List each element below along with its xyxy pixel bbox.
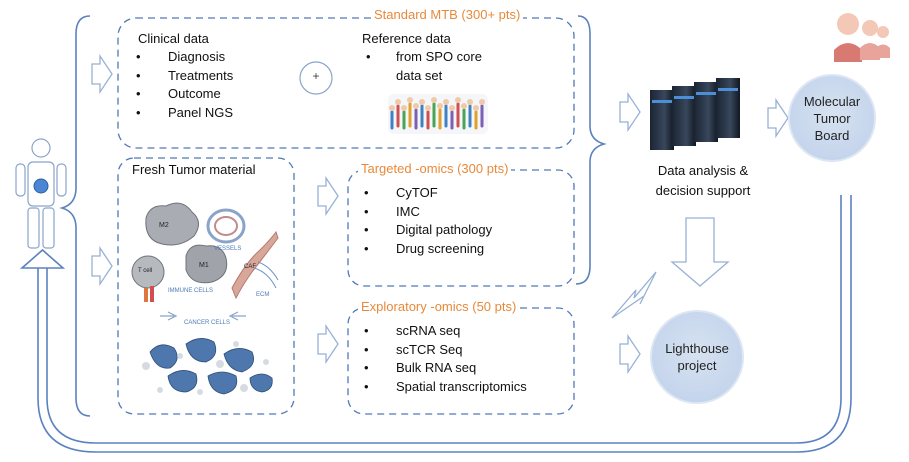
list-item: Outcome xyxy=(134,85,233,104)
exploratory-omics-list: scRNA seq scTCR Seq Bulk RNA seq Spatial… xyxy=(362,322,527,396)
standard-mtb-box xyxy=(117,17,575,149)
list-item: Digital pathology xyxy=(362,221,492,240)
list-item: IMC xyxy=(362,203,492,222)
tcell-label: T cell xyxy=(138,268,153,274)
left-bracket xyxy=(59,15,91,417)
m1-label: M1 xyxy=(199,262,209,269)
doctors-icon xyxy=(834,13,890,62)
clinical-data-heading: Clinical data xyxy=(138,31,209,46)
ecm-label: ECM xyxy=(256,292,270,298)
return-loop-arrow xyxy=(37,195,852,453)
exploratory-omics-title: Exploratory -omics (50 pts) xyxy=(358,299,520,314)
targeted-omics-title: Targeted -omics (300 pts) xyxy=(358,161,512,176)
fresh-tumor-heading: Fresh Tumor material xyxy=(132,162,256,177)
list-item: scRNA seq xyxy=(362,322,527,341)
fresh-tumor-box xyxy=(117,157,295,415)
list-item: Panel NGS xyxy=(134,104,233,123)
targeted-omics-list: CyTOF IMC Digital pathology Drug screeni… xyxy=(362,184,492,258)
people-crowd-icon xyxy=(388,94,488,134)
standard-mtb-title: Standard MTB (300+ pts) xyxy=(371,7,524,22)
vessels-label: VESSELS xyxy=(214,246,242,252)
reference-data-heading: Reference data xyxy=(362,31,451,46)
plus-circle xyxy=(299,61,333,95)
m2-label: M2 xyxy=(159,222,169,229)
patient-icon xyxy=(15,138,67,249)
clinical-data-list: Diagnosis Treatments Outcome Panel NGS xyxy=(134,48,233,122)
list-item: Treatments xyxy=(134,67,233,86)
cancer-cells-label: CANCER CELLS xyxy=(184,320,231,326)
server-icon xyxy=(650,78,740,150)
list-item: scTCR Seq xyxy=(362,341,527,360)
caf-label: CAF xyxy=(244,264,256,270)
tumor-cells-illustration xyxy=(131,202,279,395)
list-item: from SPO core xyxy=(396,49,482,64)
molecular-tumor-board-circle: Molecular Tumor Board xyxy=(788,74,876,162)
plus-sign: + xyxy=(312,69,320,83)
list-item: Spatial transcriptomics xyxy=(362,378,527,397)
list-item: data set xyxy=(396,67,443,83)
lightning-bolt xyxy=(611,271,657,319)
immune-cells-label: IMMUNE CELLS xyxy=(168,288,214,294)
reference-data-list: •from SPO core data set xyxy=(366,49,482,83)
list-item: Diagnosis xyxy=(134,48,233,67)
data-analysis-label: Data analysis & decision support xyxy=(655,163,751,198)
flow-arrows xyxy=(91,53,789,375)
lighthouse-project-circle: Lighthouse project xyxy=(650,310,744,404)
list-item: Drug screening xyxy=(362,240,492,259)
list-item: CyTOF xyxy=(362,184,492,203)
list-item: Bulk RNA seq xyxy=(362,359,527,378)
right-bracket xyxy=(575,15,607,285)
